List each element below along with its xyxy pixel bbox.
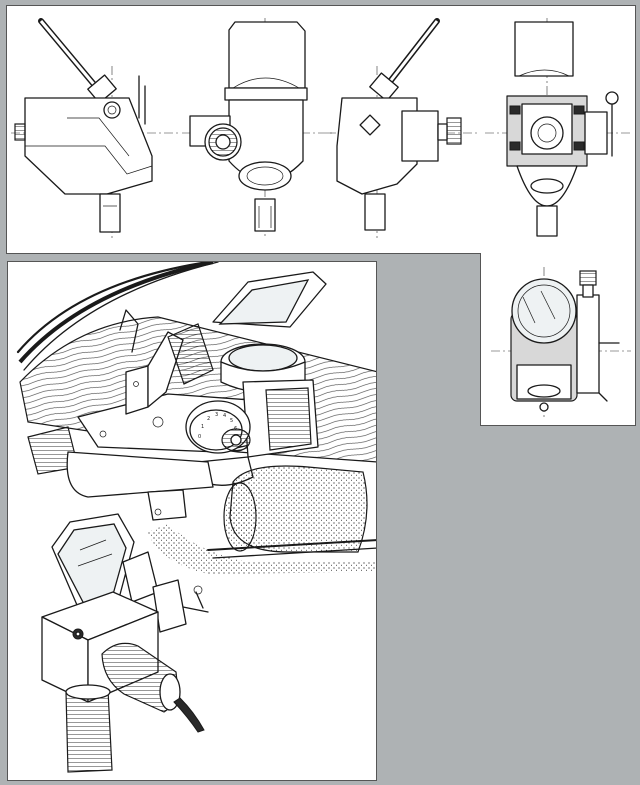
dial-mark-2: 2 (207, 416, 210, 422)
top-view (491, 267, 631, 418)
side-view-right (327, 18, 477, 238)
orthographic-views-panel (6, 5, 636, 254)
top-view-panel (480, 253, 636, 426)
perspective-detail (41, 513, 209, 773)
perspective-panel: 0 1 2 3 4 5 6 (7, 261, 377, 781)
front-view (182, 18, 332, 238)
dial-mark-4: 4 (223, 413, 226, 419)
dial-mark-1: 1 (201, 424, 204, 430)
perspective-installed: 0 1 2 3 4 5 6 (16, 262, 376, 574)
dial-mark-5: 5 (230, 418, 233, 424)
side-view-left (11, 18, 179, 238)
dial-mark-0: 0 (198, 434, 201, 440)
dial-mark-3: 3 (215, 412, 218, 418)
rear-view (485, 18, 633, 238)
